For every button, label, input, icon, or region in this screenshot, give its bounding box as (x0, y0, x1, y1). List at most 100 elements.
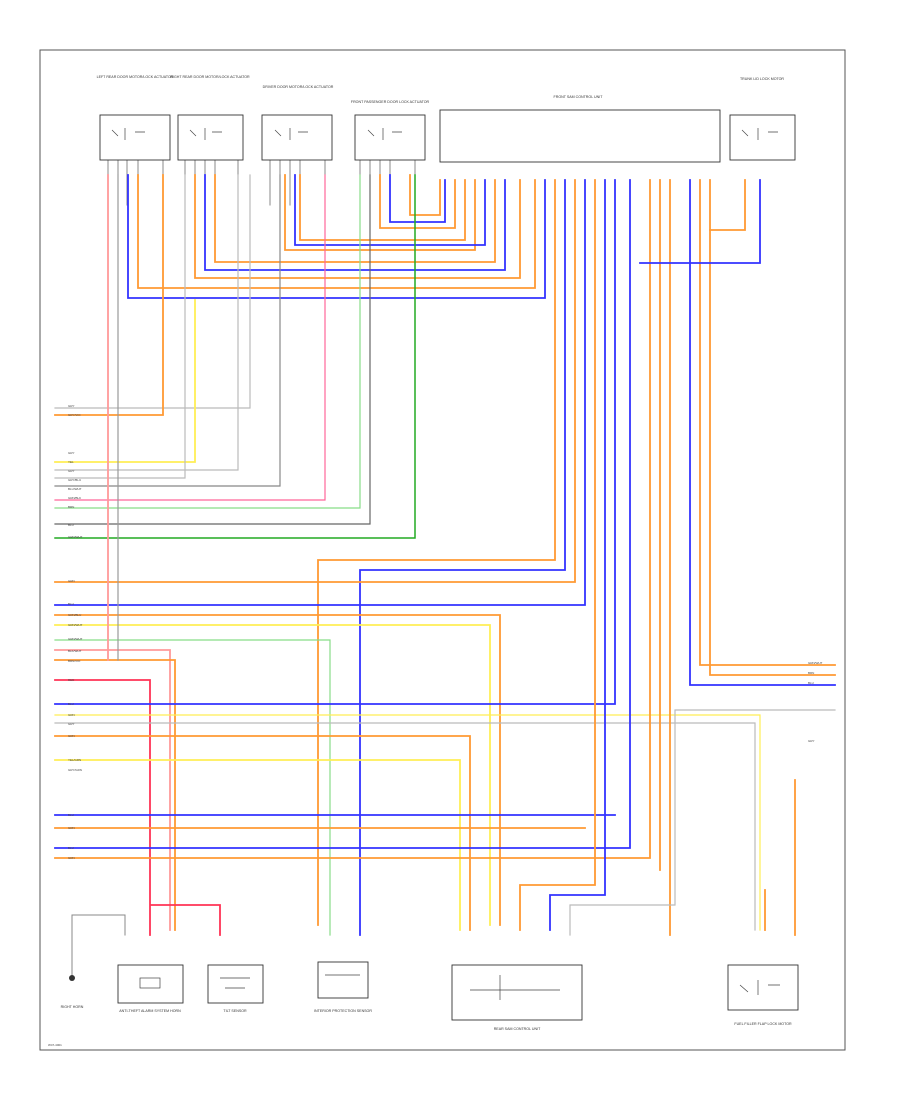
svg-text:GRN/BLK: GRN/BLK (68, 496, 81, 500)
wire-blu-r2 (689, 179, 836, 686)
svg-text:BLU/WHT: BLU/WHT (68, 487, 82, 491)
svg-text:INTERIOR PROTECTION SENSOR: INTERIOR PROTECTION SENSOR (314, 1009, 372, 1013)
svg-text:FRONT SAM CONTROL UNIT: FRONT SAM CONTROL UNIT (554, 95, 604, 99)
svg-text:BRN: BRN (808, 671, 814, 675)
wire-blu-3 (294, 174, 486, 246)
wire-grn-h4 (54, 179, 651, 859)
svg-text:GRN/WHT: GRN/WHT (68, 623, 82, 627)
svg-text:GRN: GRN (68, 734, 75, 738)
svg-text:BLU: BLU (68, 846, 74, 850)
wire-gry-r (569, 709, 836, 936)
svg-text:GRY: GRY (68, 404, 74, 408)
component-fuel-flap-motor: FUEL FILLER FLAP LOCK MOTOR (727, 964, 799, 1026)
wire-gry-2 (54, 174, 239, 471)
svg-text:ANTI-THEFT ALARM SYSTEM HORN: ANTI-THEFT ALARM SYSTEM HORN (119, 1009, 181, 1013)
wire-horn-ground (71, 914, 126, 976)
wire-orange-r5 (709, 179, 836, 676)
svg-text:GRN: GRN (68, 713, 75, 717)
wire-grn-l (54, 624, 491, 926)
component-rear-sam: REAR SAM CONTROL UNIT (451, 964, 583, 1031)
right-wire-labels: GRN/WHT BRN BLU GRY (808, 661, 822, 743)
svg-text:GRN: GRN (68, 579, 75, 583)
component-right-rear-door: RIGHT REAR DOOR MOTOR/LOCK ACTUATOR (170, 75, 250, 161)
bottom-components: RIGHT HORN ANTI-THEFT ALARM SYSTEM HORN … (61, 961, 799, 1031)
wire-yel-1 (54, 299, 196, 463)
svg-text:GRY: GRY (68, 469, 74, 473)
svg-text:BLU: BLU (68, 602, 74, 606)
component-tilt-sensor: TILT SENSOR (207, 964, 264, 1013)
wire-grn-h2 (54, 735, 471, 931)
svg-text:GRN: GRN (68, 856, 75, 860)
wire-gryvio (54, 174, 164, 416)
component-driver-door: DRIVER DOOR MOTOR/LOCK ACTUATOR (261, 85, 334, 161)
wire-gry-3 (54, 174, 186, 479)
svg-text:BLU: BLU (68, 523, 74, 527)
wire-gry-h1 (54, 722, 756, 931)
wire-blkwht (54, 649, 171, 931)
svg-text:GRY: GRY (68, 451, 74, 455)
svg-text:GRY/BLU: GRY/BLU (68, 478, 81, 482)
svg-text:BRN/VIO: BRN/VIO (68, 659, 81, 663)
svg-text:RIGHT REAR DOOR MOTOR/LOCK ACT: RIGHT REAR DOOR MOTOR/LOCK ACTUATOR (170, 75, 250, 79)
diagram-code: W47-4001 (48, 1043, 62, 1047)
wire-red (54, 679, 221, 936)
svg-text:RED: RED (68, 678, 75, 682)
wire-grnblk (54, 174, 361, 509)
wire-orange-5 (299, 174, 466, 241)
wire-orange-2 (194, 174, 521, 279)
wire-blu-h3 (54, 179, 631, 849)
svg-text:BLU: BLU (68, 702, 74, 706)
component-right-horn: RIGHT HORN (61, 975, 84, 1009)
svg-text:GRY: GRY (68, 722, 74, 726)
wire-blu-2 (204, 174, 506, 271)
wire-orange-7 (409, 174, 441, 216)
wire-blu-4 (389, 174, 446, 223)
svg-text:LEFT REAR DOOR MOTOR/LOCK ACTU: LEFT REAR DOOR MOTOR/LOCK ACTUATOR (97, 75, 174, 79)
svg-text:YEL/GRN: YEL/GRN (68, 758, 81, 762)
wire-orange-6 (379, 174, 456, 229)
component-front-sam: FRONT SAM CONTROL UNIT (439, 95, 721, 163)
wire-blu-r3 (639, 179, 761, 264)
svg-text:FRONT PASSENGER DOOR LOCK ACTU: FRONT PASSENGER DOOR LOCK ACTUATOR (351, 100, 430, 104)
svg-text:YEL: YEL (68, 460, 74, 464)
svg-text:TILT SENSOR: TILT SENSOR (223, 1009, 247, 1013)
wire-bluwht (54, 174, 326, 501)
wire-orange-bus (137, 174, 536, 289)
component-left-rear-door: LEFT REAR DOOR MOTOR/LOCK ACTUATOR (97, 75, 174, 161)
svg-text:GRN: GRN (68, 826, 75, 830)
component-front-passenger-door: FRONT PASSENGER DOOR LOCK ACTUATOR (351, 100, 430, 161)
connector-stubs (107, 159, 416, 206)
wire-grn-h1 (54, 714, 761, 931)
wire-group (54, 159, 836, 976)
wire-orange-r1 (519, 179, 596, 931)
wire-brn (54, 174, 371, 525)
svg-text:GRY/GRN: GRY/GRN (68, 768, 82, 772)
wire-blu-mid1 (359, 179, 566, 936)
svg-text:FUEL FILLER FLAP LOCK MOTOR: FUEL FILLER FLAP LOCK MOTOR (734, 1022, 792, 1026)
wire-grnblu (54, 614, 501, 926)
svg-text:BLK/WHT: BLK/WHT (68, 649, 82, 653)
left-wire-labels: GRY GRY/VIO GRY YEL GRY GRY/BLU BLU/WHT … (68, 404, 82, 860)
wire-yelgrn (54, 759, 461, 931)
wire-grnwht-1 (54, 174, 416, 539)
component-interior-sensor: INTERIOR PROTECTION SENSOR (314, 961, 372, 1013)
wire-orange-3 (214, 174, 496, 263)
wire-orange-4 (284, 174, 476, 251)
top-components: LEFT REAR DOOR MOTOR/LOCK ACTUATOR RIGHT… (97, 75, 796, 163)
wire-grnwht-2 (54, 639, 331, 936)
svg-text:GRN/WHT: GRN/WHT (68, 637, 82, 641)
svg-text:TRUNK LID LOCK MOTOR: TRUNK LID LOCK MOTOR (740, 77, 784, 81)
wire-gry-1 (54, 174, 251, 409)
wire-grybl (54, 174, 281, 487)
component-alarm-horn: ANTI-THEFT ALARM SYSTEM HORN (117, 964, 184, 1013)
wire-blu-mid2 (54, 179, 586, 606)
svg-text:GRY: GRY (808, 739, 814, 743)
wire-blu-bus (127, 174, 546, 299)
wire-blu-r1 (549, 179, 606, 931)
diagram-frame (39, 49, 846, 1051)
wire-orange-mid1 (317, 179, 556, 926)
wire-orange-r6 (709, 179, 746, 231)
wire-brnvio (54, 659, 176, 931)
component-trunk-lid-motor: TRUNK LID LOCK MOTOR (729, 77, 796, 161)
